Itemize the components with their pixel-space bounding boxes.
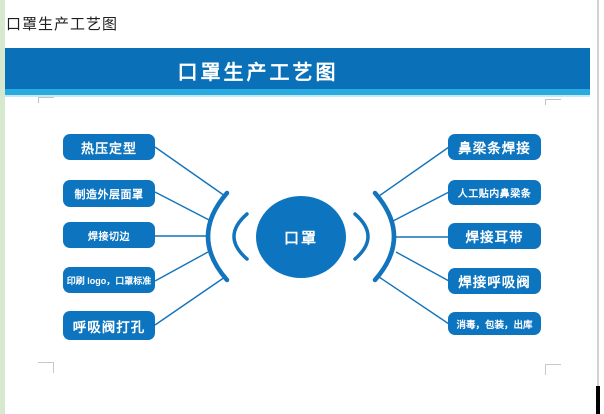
process-step-box[interactable]: 制造外层面罩 xyxy=(63,180,155,207)
table-corner-mark xyxy=(38,97,54,103)
text-cursor xyxy=(596,386,600,414)
left-inner-arc xyxy=(232,212,249,261)
process-step-box[interactable]: 焊接呼吸阀 xyxy=(448,268,541,294)
right-inner-arc xyxy=(353,212,370,261)
center-circle-shape[interactable]: 口罩 xyxy=(256,196,346,278)
process-step-box[interactable]: 消毒，包装，出库 xyxy=(448,312,541,335)
table-corner-mark xyxy=(545,99,561,105)
banner-accent-strip-pale xyxy=(5,95,590,97)
page-margin-strip xyxy=(0,0,5,414)
banner-title: 口罩生产工艺图 xyxy=(177,62,339,84)
banner-accent-strip xyxy=(5,89,590,95)
title-banner-shape[interactable]: 口罩生产工艺图 xyxy=(5,48,590,89)
right-outer-arc xyxy=(372,190,397,283)
process-step-box[interactable]: 人工贴内鼻梁条 xyxy=(448,180,541,205)
process-step-box[interactable]: 鼻梁条焊接 xyxy=(448,134,541,160)
process-step-box[interactable]: 呼吸阀打孔 xyxy=(63,311,155,340)
table-corner-mark xyxy=(38,362,54,373)
page-edge-line xyxy=(597,0,599,414)
process-step-box[interactable]: 印刷 logo，口罩标准 xyxy=(63,267,155,293)
process-step-box[interactable]: 焊接耳带 xyxy=(448,223,541,249)
process-step-box[interactable]: 热压定型 xyxy=(63,134,155,160)
document-text-line[interactable]: 口罩生产工艺图 xyxy=(6,16,119,33)
table-corner-mark xyxy=(545,364,561,375)
process-step-box[interactable]: 焊接切边 xyxy=(63,222,155,248)
left-outer-arc xyxy=(205,190,230,283)
